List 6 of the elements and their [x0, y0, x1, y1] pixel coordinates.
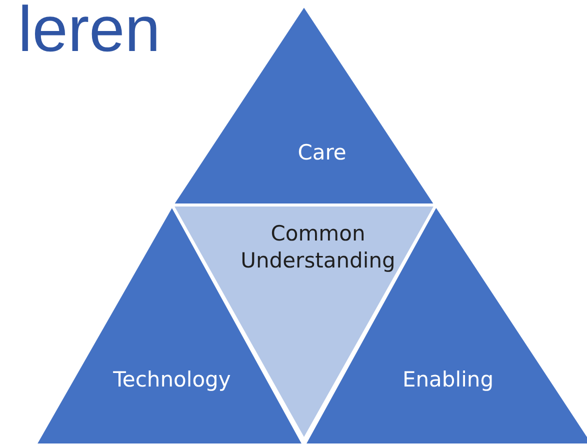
- heading: leren: [18, 0, 160, 66]
- section-label: Enabling: [401, 366, 495, 394]
- triangle-section: [172, 5, 436, 205]
- section-label: Care: [296, 139, 348, 166]
- section-label: Technology: [112, 366, 232, 394]
- section-label: Common Understanding: [240, 220, 396, 275]
